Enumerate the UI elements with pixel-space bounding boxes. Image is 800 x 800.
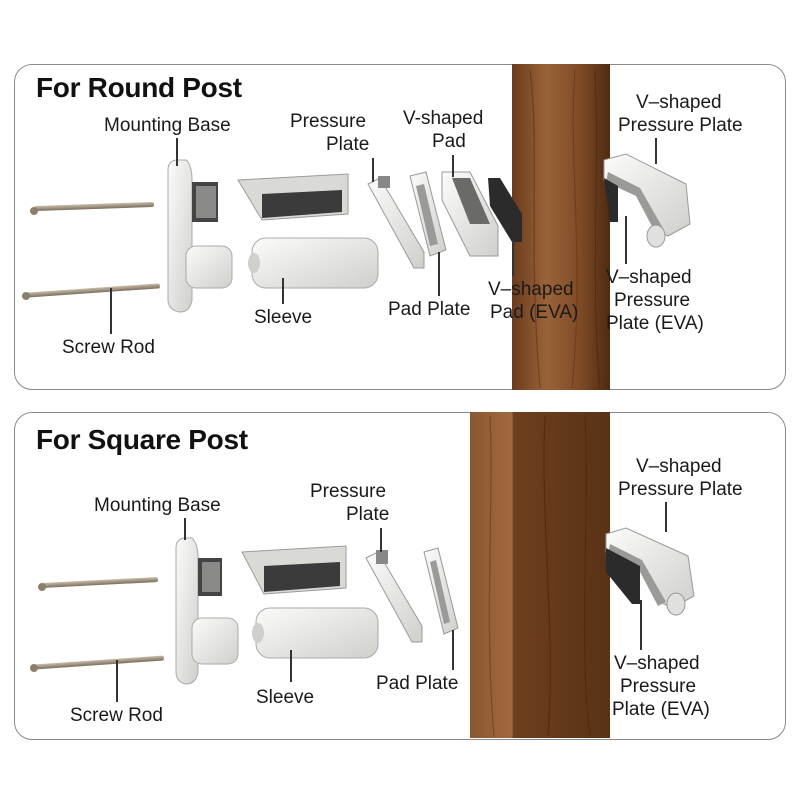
square-wood-post [470,412,610,738]
round-label-pressure-plate-line1: Pressure [290,111,367,132]
round-pressure-plate-body [237,173,349,221]
round-pad-plate [409,171,447,257]
round-label-v-pressure-plate-line1: V–shaped [636,92,722,113]
round-label-pad-plate: Pad Plate [388,299,471,320]
round-label-pressure-plate-line2: Plate [326,134,370,155]
round-v-pad-eva [488,178,522,242]
round-leader-mounting-base [176,138,178,166]
square-label-sleeve: Sleeve [256,687,315,708]
square-label-pad-plate: Pad Plate [376,673,459,694]
square-label-v-pp-eva-line2: Pressure [620,676,697,697]
square-leader-v-pressure-plate [665,502,667,532]
round-label-mounting-base: Mounting Base [104,115,231,136]
round-label-v-pp-eva-line1: V–shaped [606,267,692,288]
round-mounting-base [167,159,233,313]
square-leader-v-pp-eva [640,600,642,650]
round-leader-v-pad [452,155,454,177]
square-label-v-pp-eva-line3: Plate (EVA) [612,699,710,720]
square-label-v-pressure-plate-line1: V–shaped [636,456,722,477]
round-screw-rod-top [30,201,154,215]
square-v-pressure-plate [605,527,695,616]
round-v-shaped-pad [441,171,499,257]
square-mounting-base [175,537,239,685]
round-leader-pad-plate [438,252,440,296]
round-label-v-pp-eva-line2: Pressure [614,290,691,311]
square-pressure-plate-clip [365,550,423,643]
round-v-pressure-plate [603,153,691,248]
round-post-title: For Round Post [36,72,242,103]
square-label-v-pressure-plate-line2: Pressure Plate [618,479,743,500]
round-leader-sleeve [282,278,284,304]
round-label-screw-rod: Screw Rod [62,337,155,358]
round-label-sleeve: Sleeve [254,307,313,328]
round-screw-rod-bottom [22,283,160,300]
square-label-mounting-base: Mounting Base [94,495,221,516]
square-leader-pad-plate [452,630,454,670]
round-leader-pressure-plate [372,158,374,182]
round-label-v-pp-eva-line3: Plate (EVA) [606,313,704,334]
round-label-v-pad-eva-line1: V–shaped [488,279,574,300]
round-label-v-pad-line1: V-shaped [403,108,484,129]
round-label-v-pressure-plate-line2: Pressure Plate [618,115,743,136]
square-sleeve [252,607,379,659]
square-leader-sleeve [290,650,292,682]
square-leader-mounting-base [184,518,186,540]
round-sleeve [248,237,379,289]
round-leader-v-pp-eva [625,216,627,264]
square-screw-rod-bottom [30,655,164,672]
round-label-v-pad-line2: Pad [432,131,466,152]
round-wood-post [512,64,610,390]
square-label-pressure-plate-line1: Pressure [310,481,387,502]
round-leader-v-pressure-plate [655,138,657,164]
square-leader-screw-rod [116,660,118,702]
square-label-v-pp-eva-line1: V–shaped [614,653,700,674]
square-screw-rod-top [38,577,158,591]
round-leader-screw-rod [110,288,112,334]
square-pressure-plate-body [241,545,347,595]
round-leader-v-pad-eva [512,240,514,276]
square-pad-plate [423,547,459,635]
round-pressure-plate-clip [367,176,425,269]
square-label-pressure-plate-line2: Plate [346,504,390,525]
round-label-v-pad-eva-line2: Pad (EVA) [490,302,579,323]
square-post-title: For Square Post [36,424,248,455]
square-leader-pressure-plate [380,528,382,552]
square-label-screw-rod: Screw Rod [70,705,163,726]
